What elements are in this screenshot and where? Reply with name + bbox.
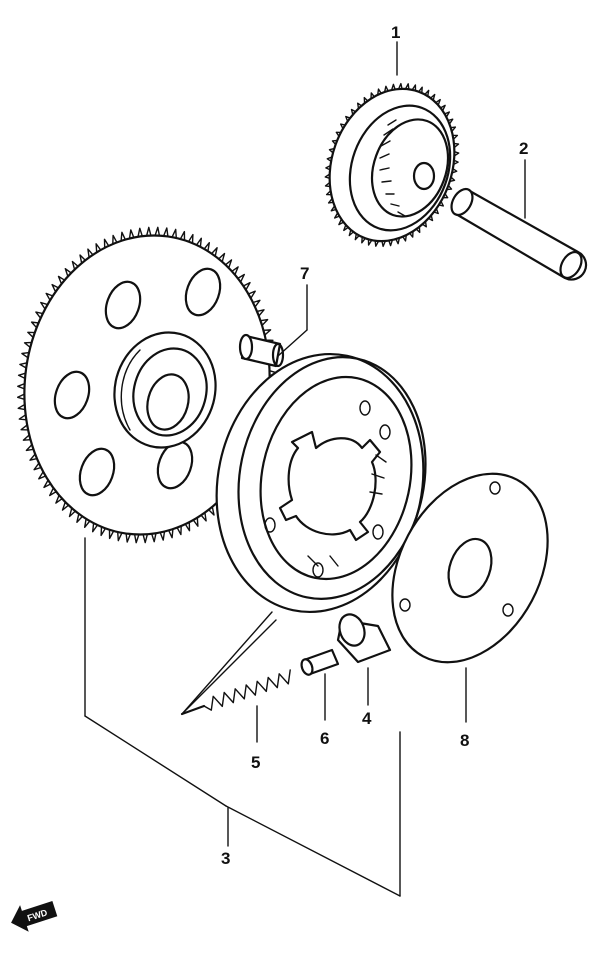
part-8-plate [391,472,549,664]
callout-5: 5 [251,753,260,772]
callout-7: 7 [300,264,309,283]
forward-direction-arrow: FWD [11,900,58,932]
part-3-starter-driven-gear [17,226,277,544]
part-4-roller [336,613,392,664]
callout-labels: 1 2 3 4 5 6 7 8 [221,23,528,868]
part-2-shaft [450,187,588,281]
callout-4: 4 [362,709,372,728]
callout-1: 1 [391,23,400,42]
arrow-left-icon [11,900,58,932]
part-5-spring [180,669,291,716]
part-6-pin [300,648,340,676]
one-way-clutch-body [215,352,427,614]
part-7-bolt [238,333,285,368]
callout-2: 2 [519,139,528,158]
part-1-idler-gear [324,82,460,248]
callout-6: 6 [320,729,329,748]
callout-3: 3 [221,849,230,868]
callout-8: 8 [460,731,469,750]
leader-lines [84,41,526,897]
